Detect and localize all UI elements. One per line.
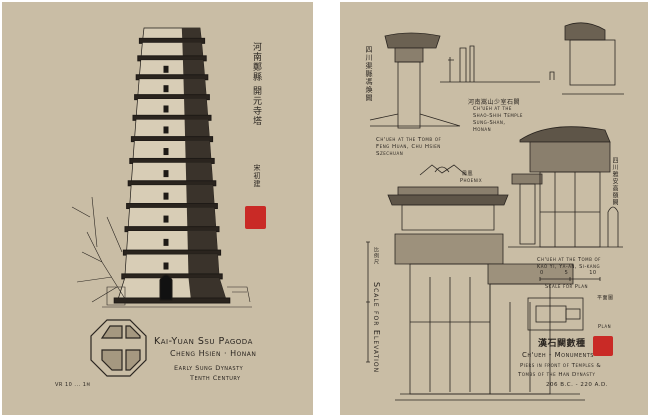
pagoda-window	[163, 238, 169, 246]
main-chinese-title: 漢石闕數種	[538, 339, 586, 349]
pagoda-window	[163, 148, 169, 156]
pagoda-shadow	[183, 78, 207, 99]
red-seal	[593, 336, 613, 356]
plan-drawing	[527, 277, 601, 331]
pagoda-door	[159, 274, 173, 301]
plan-scale-label: Scale for Plan	[545, 284, 588, 290]
ground-shrubs	[102, 286, 252, 308]
pagoda-window	[163, 65, 169, 73]
elevation-scale-bar	[366, 241, 370, 363]
main-title: Ch'ueh - Monuments	[522, 351, 594, 359]
plan-label: Plan	[598, 324, 612, 330]
subtitle-2: Tombs of the Han Dynasty	[518, 372, 596, 378]
octagonal-plan	[90, 319, 147, 377]
phoenix-ornament	[419, 164, 467, 176]
elevation-chinese: 比例尺	[373, 247, 379, 265]
pagoda-shadow	[184, 98, 208, 120]
pagoda-shadow	[184, 119, 210, 141]
pagoda-shadow	[186, 207, 216, 231]
subtitle-1: Piers in front of Temples &	[520, 363, 602, 369]
dates: 206 B.C. - 220 A.D.	[546, 382, 608, 388]
pagoda-shadow	[182, 59, 205, 79]
main-elevation-pier	[387, 186, 585, 401]
chueh-illustrations	[366, 22, 624, 401]
pagoda-window	[163, 192, 169, 200]
tree-branches	[71, 196, 128, 303]
pagoda-shadow	[185, 140, 212, 163]
red-seal	[245, 206, 266, 229]
pagoda-shadow	[188, 277, 227, 302]
pagoda-century: Tenth Century	[190, 374, 241, 382]
pagoda-shadow	[185, 162, 213, 185]
shao-shih-piers	[440, 22, 624, 95]
pagoda-window	[163, 105, 169, 113]
kao-yi-chinese: 四川雅安高頤闕	[611, 157, 618, 206]
elevation-scale-label: Scale for Elevation	[372, 282, 381, 374]
phoenix-chinese: 鳳凰	[462, 171, 474, 177]
pagoda-illustration	[71, 27, 252, 377]
shao-shih-chinese: 河南嵩山少室石闕	[468, 99, 521, 106]
plan-scale-ticks: 0 5 10	[540, 270, 597, 276]
pagoda-window	[163, 85, 169, 93]
scale-note: VR 10 ... 1m	[55, 382, 91, 388]
chinese-title: 河南鄭縣 開元寺塔	[251, 42, 261, 126]
pagoda-shadow	[186, 184, 215, 208]
pagoda-shadow	[187, 230, 218, 255]
plan-chinese: 平面圖	[597, 295, 614, 301]
pagoda-window	[163, 262, 169, 270]
pagoda-title: Kai-Yuan Ssu Pagoda	[154, 336, 253, 347]
kao-yi-pier	[508, 126, 623, 248]
pagoda-location: Cheng Hsien · Honan	[170, 349, 257, 358]
pagoda-window	[163, 126, 169, 134]
pagoda-period: Early Sung Dynasty	[174, 364, 244, 372]
pagoda	[113, 27, 231, 304]
phoenix-label: Phoenix	[460, 178, 483, 184]
chinese-date: 宋初建	[253, 164, 261, 188]
feng-huan-pier	[369, 32, 461, 129]
pagoda-drawing-sheet: 河南鄭縣 開元寺塔 宋初建 Kai-Yuan Ssu Pagoda Cheng …	[2, 2, 313, 415]
pagoda-window	[163, 170, 169, 178]
feng-huan-chinese: 四川渠縣馮煥闕	[365, 46, 373, 102]
pagoda-window	[163, 215, 169, 223]
pagoda-shadow	[187, 254, 220, 278]
